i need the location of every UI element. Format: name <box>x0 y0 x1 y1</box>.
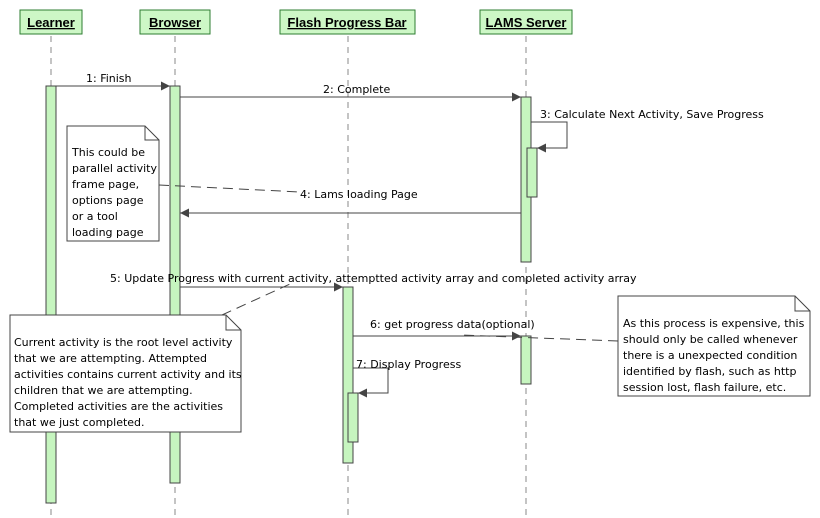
message-3-calculate: 3: Calculate Next Activity, Save Progres… <box>531 108 764 153</box>
svg-text:frame page,: frame page, <box>72 178 139 191</box>
svg-text:This could be: This could be <box>71 146 145 159</box>
svg-text:Completed activities are the a: Completed activities are the activities <box>14 400 223 413</box>
message-1-finish: 1: Finish <box>56 72 170 91</box>
svg-text:Learner: Learner <box>27 15 75 30</box>
svg-text:loading page: loading page <box>72 226 144 239</box>
participant-flash: Flash Progress Bar <box>279 9 416 35</box>
svg-text:Flash Progress Bar: Flash Progress Bar <box>287 15 406 30</box>
svg-text:children that we are attemptin: children that we are attempting. <box>14 384 193 397</box>
message-5-update-progress: 5: Update Progress with current activity… <box>110 272 637 292</box>
activation-flash <box>342 286 354 464</box>
svg-text:or a tool: or a tool <box>72 210 118 223</box>
svg-text:that we are attempting. Attemp: that we are attempting. Attempted <box>14 352 207 365</box>
svg-text:As this process is expensive,: As this process is expensive, this <box>623 317 805 330</box>
svg-text:2: Complete: 2: Complete <box>323 83 390 96</box>
activation-browser <box>169 85 181 484</box>
svg-text:6: get progress data(optional): 6: get progress data(optional) <box>370 318 535 331</box>
note-parallel-activity: This could be parallel activity frame pa… <box>66 125 301 242</box>
participant-learner: Learner <box>19 9 83 35</box>
svg-text:4: Lams loading Page: 4: Lams loading Page <box>300 188 418 201</box>
activation-flash-self <box>347 392 359 443</box>
svg-text:5: Update Progress with curren: 5: Update Progress with current activity… <box>110 272 637 285</box>
activation-lams-self <box>526 147 538 198</box>
svg-text:options page: options page <box>72 194 144 207</box>
svg-text:3: Calculate Next Activity, Sa: 3: Calculate Next Activity, Save Progres… <box>540 108 764 121</box>
svg-text:session lost, flash failure, e: session lost, flash failure, etc. <box>623 381 786 394</box>
svg-text:Browser: Browser <box>149 15 201 30</box>
message-6-get-progress-data: 6: get progress data(optional) <box>353 318 535 341</box>
svg-text:that we just completed.: that we just completed. <box>14 416 145 429</box>
participant-lams: LAMS Server <box>479 9 573 35</box>
svg-text:parallel activity: parallel activity <box>72 162 157 175</box>
svg-text:7: Display Progress: 7: Display Progress <box>356 358 461 371</box>
activation-lams-data <box>520 335 532 385</box>
svg-text:activities contains current ac: activities contains current activity and… <box>14 368 242 381</box>
svg-text:LAMS Server: LAMS Server <box>486 15 567 30</box>
svg-text:there is a unexpected conditio: there is a unexpected condition <box>623 349 797 362</box>
note-current-activity: Current activity is the root level activ… <box>9 283 291 433</box>
svg-text:1: Finish: 1: Finish <box>86 72 132 85</box>
message-7-display-progress: 7: Display Progress <box>353 358 461 398</box>
svg-text:Current activity is the root l: Current activity is the root level activ… <box>14 336 233 349</box>
message-2-complete: 2: Complete <box>180 83 521 102</box>
note-expensive-process: As this process is expensive, this shoul… <box>459 295 811 397</box>
participant-browser: Browser <box>139 9 211 35</box>
svg-text:should only be called whenever: should only be called whenever <box>623 333 798 346</box>
svg-text:identified by flash, such as h: identified by flash, such as http <box>623 365 796 378</box>
activation-learner <box>45 85 57 504</box>
message-4-lams-loading-page: 4: Lams loading Page <box>180 188 521 218</box>
